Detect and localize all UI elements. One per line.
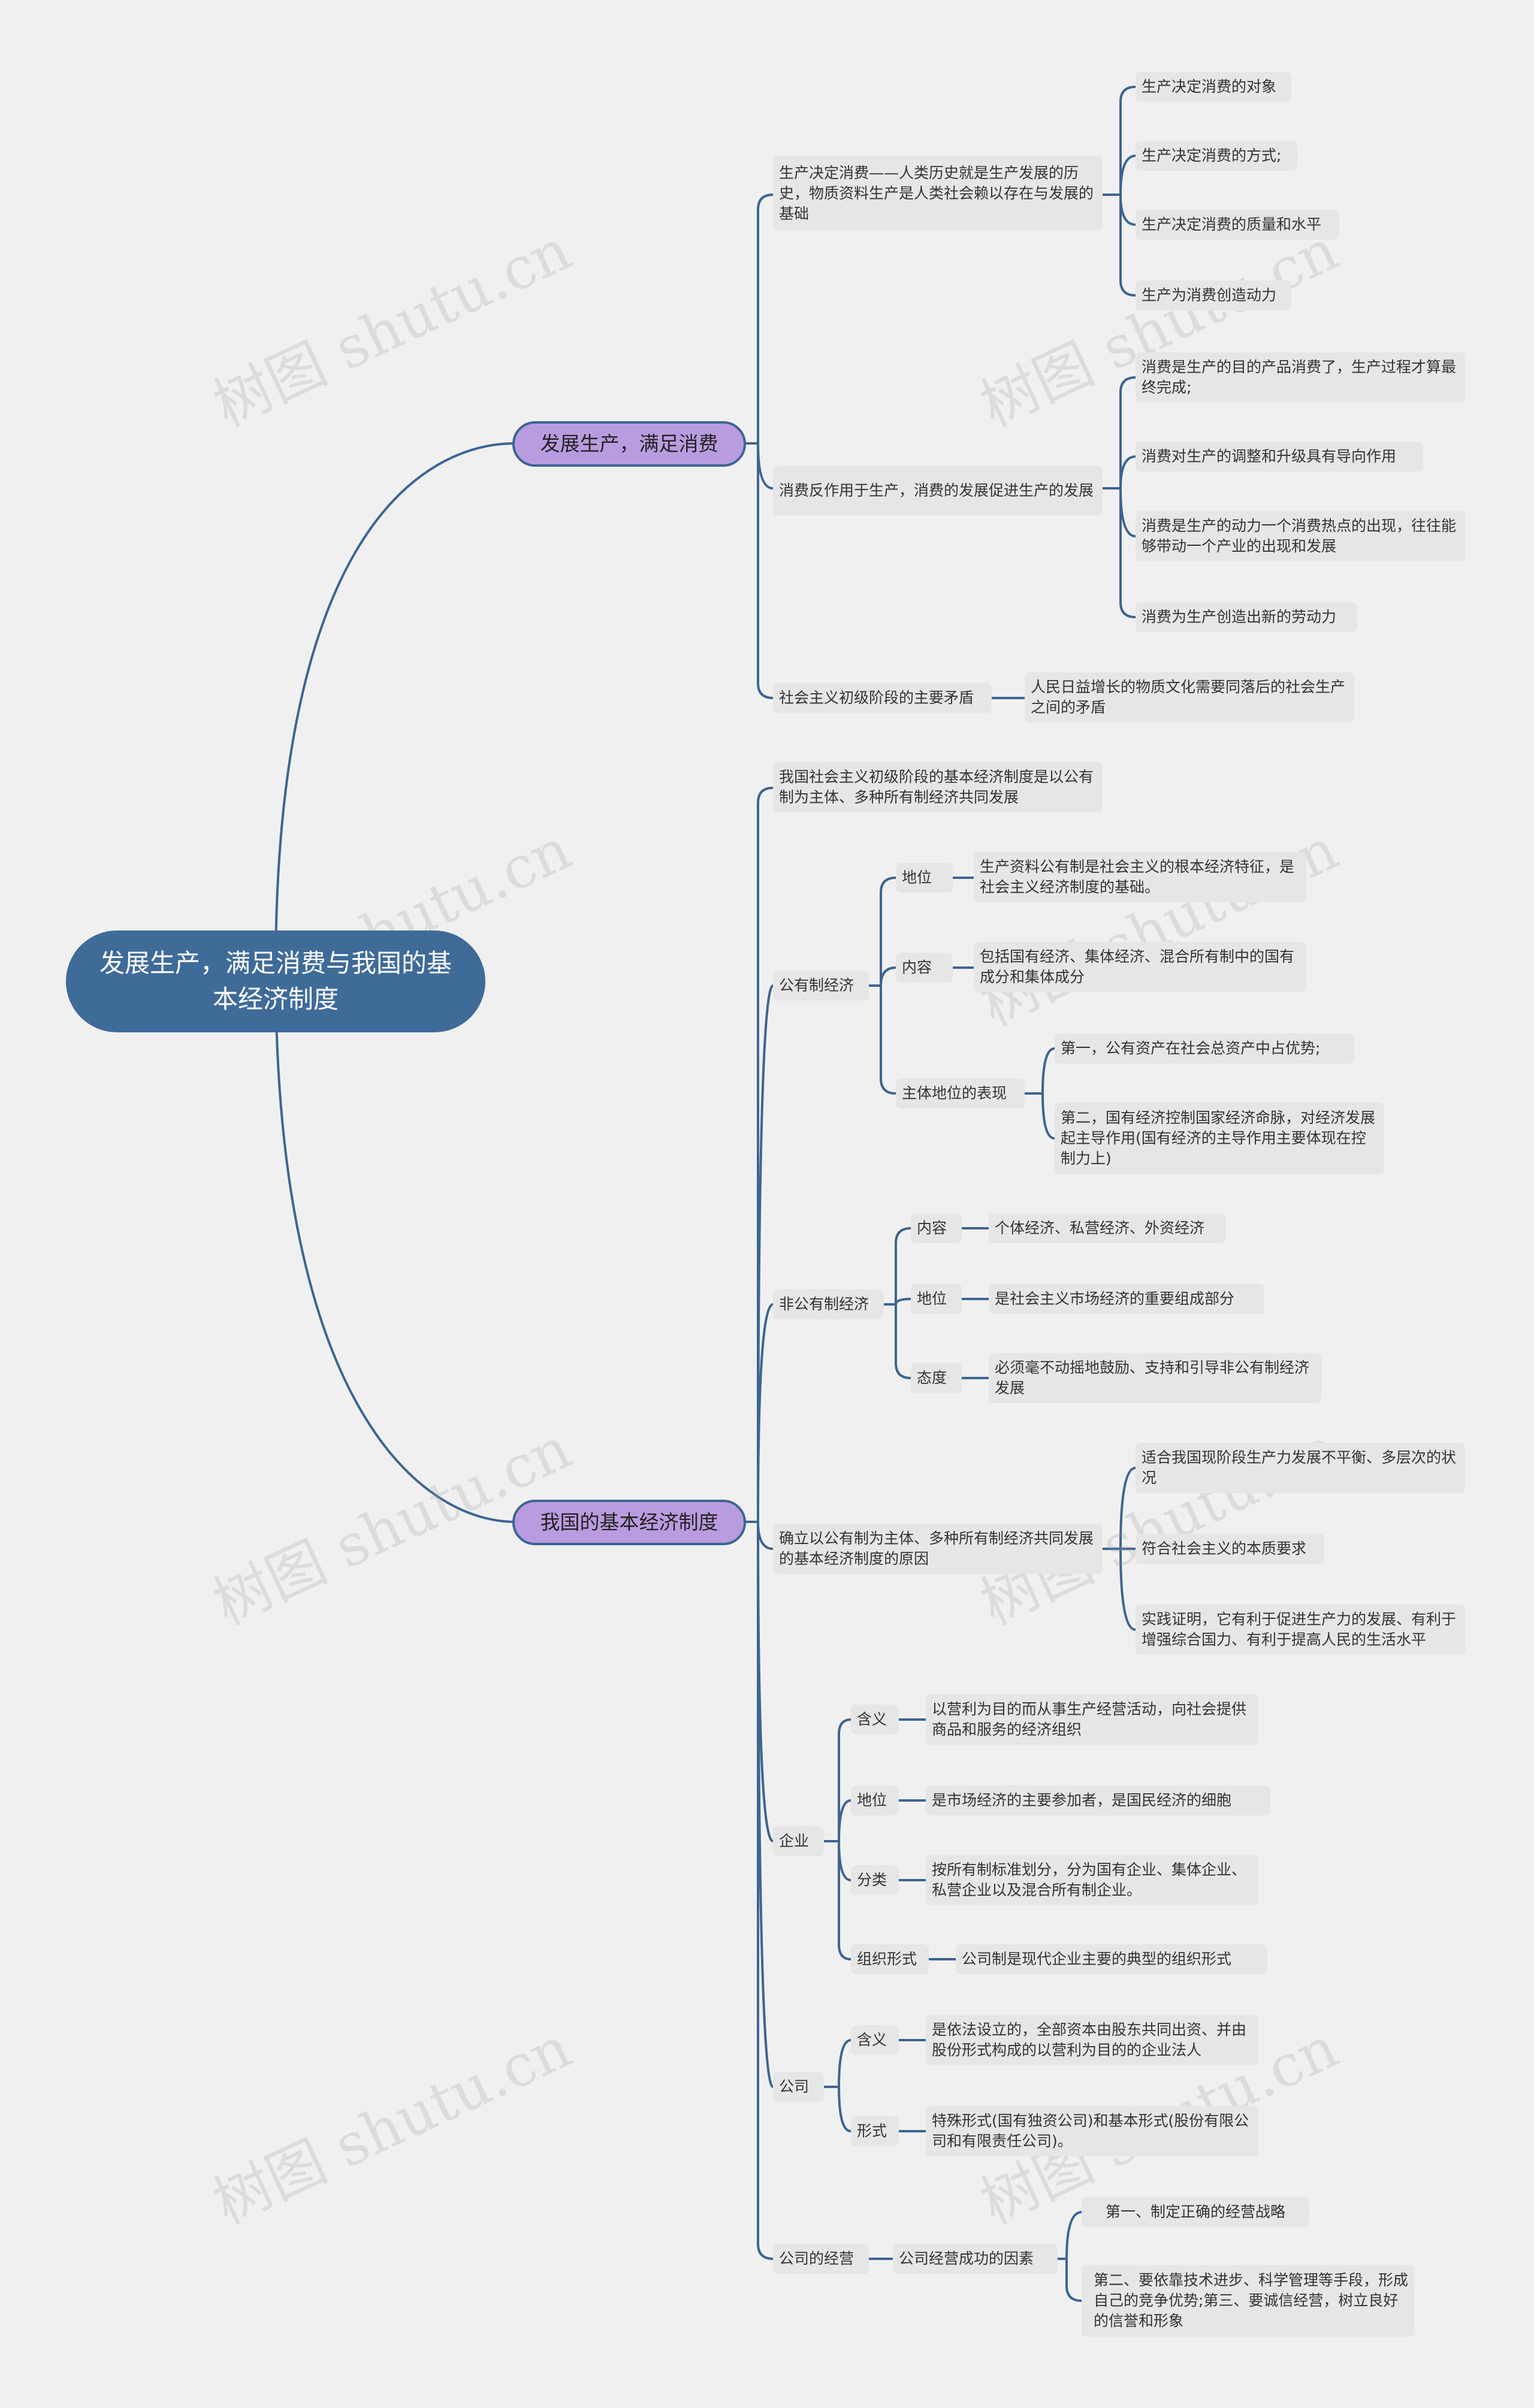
consumption-effect-item[interactable]: 消费是生产的动力一个消费热点的出现，往往能够带动一个产业的出现和发展 xyxy=(1136,511,1465,561)
consumption-effect-item[interactable]: 消费对生产的调整和升级具有导向作用 xyxy=(1136,442,1423,472)
branch-label: 发展生产，满足消费 xyxy=(540,432,718,455)
enterprise-class-label[interactable]: 分类 xyxy=(851,1865,899,1895)
enterprise-org-text[interactable]: 公司制是现代企业主要的典型的组织形式 xyxy=(956,1944,1267,1974)
consumption-item[interactable]: 生产为消费创造动力 xyxy=(1136,280,1291,310)
public-content-text[interactable]: 包括国有经济、集体经济、混合所有制中的国有成分和集体成分 xyxy=(974,942,1306,992)
company-definition-text[interactable]: 是依法设立的，全部资本由股东共同出资、并由股份形式构成的以营利为目的的企业法人 xyxy=(926,2015,1258,2065)
operation-factors[interactable]: 公司经营成功的因素 xyxy=(893,2244,1058,2274)
nonpublic-content-label[interactable]: 内容 xyxy=(911,1213,962,1243)
system-reason[interactable]: 确立以公有制为主体、多种所有制经济共同发展的基本经济制度的原因 xyxy=(773,1524,1103,1574)
reason-item[interactable]: 适合我国现阶段生产力发展不平衡、多层次的状况 xyxy=(1136,1443,1465,1493)
enterprise-position-text[interactable]: 是市场经济的主要参加者，是国民经济的细胞 xyxy=(926,1785,1270,1815)
nonpublic-attitude-text[interactable]: 必须毫不动摇地鼓励、支持和引导非公有制经济发展 xyxy=(989,1353,1321,1403)
public-position-label[interactable]: 地位 xyxy=(896,863,953,893)
nonpublic-position-label[interactable]: 地位 xyxy=(911,1284,962,1314)
company-form-label[interactable]: 形式 xyxy=(851,2116,899,2146)
production-determines-consumption[interactable]: 生产决定消费——人类历史就是生产发展的历史，物质资料生产是人类社会赖以存在与发展… xyxy=(773,156,1103,231)
enterprise-position-label[interactable]: 地位 xyxy=(851,1785,899,1815)
reason-item[interactable]: 实践证明，它有利于促进生产力的发展、有利于增强综合国力、有利于提高人民的生活水平 xyxy=(1136,1605,1465,1655)
enterprise-org-label[interactable]: 组织形式 xyxy=(851,1944,929,1974)
enterprise-class-text[interactable]: 按所有制标准划分，分为国有企业、集体企业、私营企业以及混合所有制企业。 xyxy=(926,1855,1258,1905)
consumption-item[interactable]: 生产决定消费的对象 xyxy=(1136,72,1291,102)
branch-production-consumption[interactable]: 发展生产，满足消费 xyxy=(512,421,746,467)
main-contradiction[interactable]: 社会主义初级阶段的主要矛盾 xyxy=(773,683,992,713)
contradiction-detail[interactable]: 人民日益增长的物质文化需要同落后的社会生产之间的矛盾 xyxy=(1025,672,1354,723)
root-label: 发展生产，满足消费与我国的基本经济制度 xyxy=(99,948,452,1014)
nonpublic-economy[interactable]: 非公有制经济 xyxy=(773,1289,884,1319)
root-node[interactable]: 发展生产，满足消费与我国的基本经济制度 xyxy=(66,930,485,1032)
public-content-label[interactable]: 内容 xyxy=(896,953,953,983)
nonpublic-content-text[interactable]: 个体经济、私营经济、外资经济 xyxy=(989,1213,1225,1243)
operation-factor-item[interactable]: 第二、要依靠技术进步、科学管理等手段，形成自己的竞争优势;第三、要诚信经营，树立… xyxy=(1082,2265,1414,2337)
company[interactable]: 公司 xyxy=(773,2072,824,2102)
company-definition-label[interactable]: 含义 xyxy=(851,2025,899,2055)
nonpublic-position-text[interactable]: 是社会主义市场经济的重要组成部分 xyxy=(989,1284,1264,1314)
company-form-text[interactable]: 特殊形式(国有独资公司)和基本形式(股份有限公司和有限责任公司)。 xyxy=(926,2106,1258,2156)
consumption-reacts-production[interactable]: 消费反作用于生产，消费的发展促进生产的发展 xyxy=(773,466,1103,515)
company-operation[interactable]: 公司的经营 xyxy=(773,2244,869,2274)
nonpublic-attitude-label[interactable]: 态度 xyxy=(911,1363,962,1393)
enterprise-definition-text[interactable]: 以营利为目的而从事生产经营活动，向社会提供商品和服务的经济组织 xyxy=(926,1694,1258,1745)
consumption-effect-item[interactable]: 消费为生产创造出新的劳动力 xyxy=(1136,602,1357,632)
public-main-item[interactable]: 第一，公有资产在社会总资产中占优势; xyxy=(1055,1034,1354,1063)
consumption-effect-item[interactable]: 消费是生产的目的产品消费了，生产过程才算最终完成; xyxy=(1136,352,1465,403)
operation-factor-item[interactable]: 第一、制定正确的经营战略 xyxy=(1082,2197,1309,2227)
enterprise-definition-label[interactable]: 含义 xyxy=(851,1705,899,1735)
consumption-item[interactable]: 生产决定消费的质量和水平 xyxy=(1136,210,1339,240)
enterprise[interactable]: 企业 xyxy=(773,1826,824,1856)
basic-system-intro[interactable]: 我国社会主义初级阶段的基本经济制度是以公有制为主体、多种所有制经济共同发展 xyxy=(773,762,1103,812)
public-main-label[interactable]: 主体地位的表现 xyxy=(896,1078,1025,1108)
public-position-text[interactable]: 生产资料公有制是社会主义的根本经济特征，是社会主义经济制度的基础。 xyxy=(974,852,1306,902)
public-main-item[interactable]: 第二，国有经济控制国家经济命脉，对经济发展起主导作用(国有经济的主导作用主要体现… xyxy=(1055,1102,1384,1174)
branch-economic-system[interactable]: 我国的基本经济制度 xyxy=(512,1500,746,1545)
branch-label: 我国的基本经济制度 xyxy=(540,1510,718,1534)
consumption-item[interactable]: 生产决定消费的方式; xyxy=(1136,141,1297,171)
public-economy[interactable]: 公有制经济 xyxy=(773,971,869,1001)
reason-item[interactable]: 符合社会主义的本质要求 xyxy=(1136,1534,1324,1564)
